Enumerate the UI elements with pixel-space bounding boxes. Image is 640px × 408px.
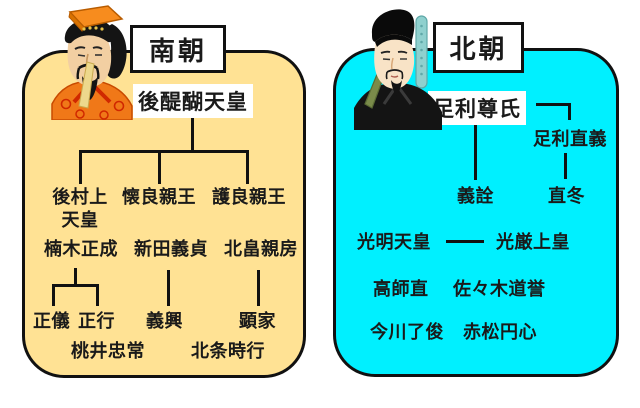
connector-line (52, 284, 99, 287)
connector-line (246, 150, 249, 184)
person-name: 光明天皇 (357, 232, 431, 252)
connector-line (167, 270, 170, 306)
person-name: 新田義貞 (134, 239, 208, 259)
person-name: 楠木正成 (44, 239, 118, 259)
connector-line (158, 150, 161, 184)
person-name: 直冬 (548, 186, 585, 206)
person-name: 佐々木道誉 (453, 279, 546, 299)
connector-line (257, 270, 260, 306)
south-court-header: 南朝 (130, 25, 226, 73)
person-name: 後村上 天皇 (52, 187, 108, 230)
person-name: 義興 (146, 311, 183, 331)
person-name: 今川了俊 (370, 322, 444, 342)
person-name: 北畠親房 (224, 239, 298, 259)
north-court-title: 北朝 (449, 34, 508, 64)
connector-line (96, 284, 99, 306)
connector-line (474, 123, 477, 180)
person-name: 顕家 (239, 311, 276, 331)
emperor-portrait-icon (51, 5, 133, 120)
person-name: 護良親王 (212, 187, 286, 207)
person-name: 光厳上皇 (496, 232, 570, 252)
connector-line (568, 103, 571, 120)
connector-line (79, 150, 82, 184)
shogun-portrait-icon (354, 9, 442, 130)
person-name: 正儀 (33, 311, 70, 331)
south-root-name: 後醍醐天皇 (133, 84, 253, 118)
north-court-header: 北朝 (433, 22, 524, 73)
connector-line (564, 153, 567, 179)
person-name: 赤松円心 (463, 322, 537, 342)
person-name: 北条時行 (191, 341, 265, 361)
connector-line (52, 284, 55, 306)
person-name: 足利直義 (533, 129, 607, 149)
person-name: 懐良親王 (122, 187, 196, 207)
connector-line (191, 117, 194, 153)
marriage-line (446, 240, 484, 243)
person-name: 義詮 (457, 186, 494, 206)
connector-line (536, 103, 571, 106)
south-court-title: 南朝 (148, 35, 207, 66)
connector-line (79, 150, 249, 153)
person-name: 正行 (78, 311, 115, 331)
person-name: 高師直 (373, 279, 429, 299)
connector-line (74, 268, 77, 286)
person-name: 桃井忠常 (71, 341, 145, 361)
north-root-name: 足利尊氏 (428, 91, 526, 125)
